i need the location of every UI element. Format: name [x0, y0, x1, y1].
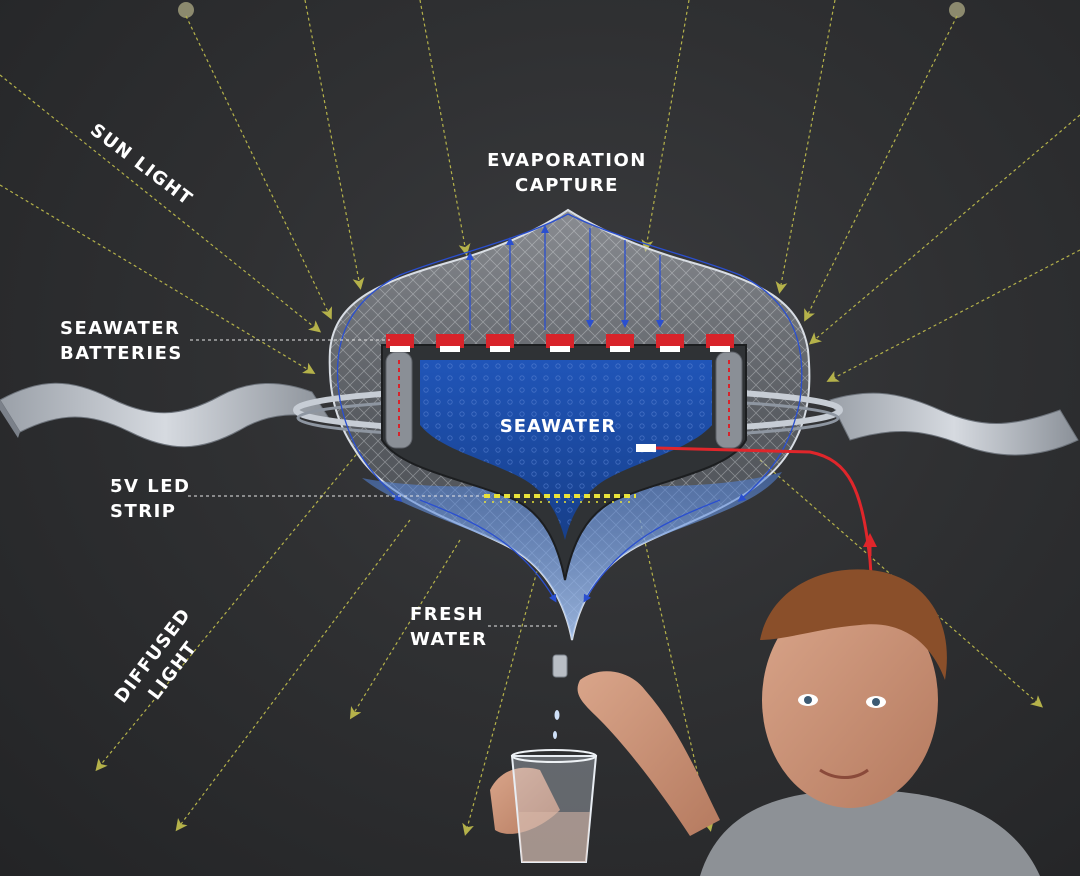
led-line-2: STRIP — [110, 501, 177, 522]
led-strip-label: 5V LED STRIP — [110, 474, 190, 524]
batteries-line-1: SEAWATER — [60, 318, 181, 339]
batteries-line-2: BATTERIES — [60, 343, 183, 364]
person-figure — [490, 569, 1040, 876]
drinking-glass-icon — [510, 749, 598, 863]
battery-cap — [706, 334, 734, 352]
seawater-tank-label: SEAWATER — [488, 414, 628, 439]
battery-electrode-left — [385, 351, 413, 449]
leader-lines — [188, 339, 558, 627]
evaporation-flow — [336, 213, 803, 603]
faucet-icon — [552, 654, 568, 739]
led-line-1: 5V LED — [110, 476, 191, 497]
seawater-batteries — [386, 334, 734, 352]
sun-source-icon — [178, 2, 194, 18]
battery-cap — [436, 334, 464, 352]
fresh-water-label: FRESH WATER — [410, 602, 488, 652]
left-solar-panel — [0, 382, 332, 448]
battery-cap — [656, 334, 684, 352]
battery-electrode-right — [715, 351, 743, 449]
evaporation-capture-label: EVAPORATION CAPTURE — [478, 148, 656, 198]
fresh-line-1: FRESH — [410, 604, 484, 625]
right-solar-panel — [829, 392, 1079, 456]
sun-rays — [0, 0, 1080, 382]
seawater-batteries-label: SEAWATER BATTERIES — [60, 316, 183, 366]
battery-cap — [606, 334, 634, 352]
evaporation-line-2: CAPTURE — [515, 175, 619, 196]
sun-source-icon — [949, 2, 965, 18]
seawater-text: SEAWATER — [499, 416, 617, 437]
battery-cap — [546, 334, 574, 352]
battery-cap — [386, 334, 414, 352]
led-strip — [484, 494, 636, 503]
seawater-tank — [381, 344, 747, 581]
fresh-line-2: WATER — [410, 629, 488, 650]
battery-cap — [486, 334, 514, 352]
evaporation-line-1: EVAPORATION — [487, 150, 647, 171]
